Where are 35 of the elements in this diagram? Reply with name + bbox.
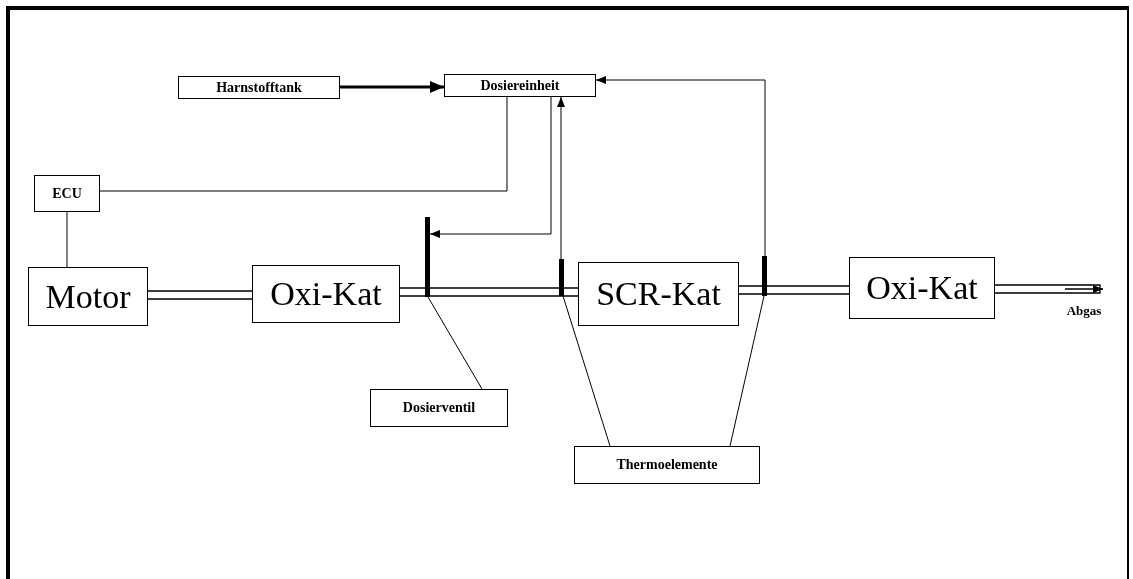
sensor-bar: [762, 256, 767, 296]
connector-line: [99, 96, 508, 192]
component-box: [444, 74, 596, 97]
component-box: [574, 446, 760, 484]
pipe: [147, 290, 253, 300]
outlet-label: Abgas: [1066, 304, 1102, 317]
pipe: [738, 285, 850, 295]
box-label: Oxi-Kat: [866, 271, 978, 305]
box-label: Thermoelemente: [616, 458, 718, 472]
sensor-bar: [425, 217, 430, 297]
component-box: [28, 267, 148, 326]
arrow: [557, 96, 565, 260]
pipe: [399, 287, 579, 297]
component-box: [34, 175, 100, 212]
box-label: Harnstofftank: [216, 80, 302, 95]
component-box: [178, 76, 340, 99]
component-box: [849, 257, 995, 319]
component-box: [370, 389, 508, 427]
arrow: [429, 96, 552, 238]
box-label: Dosierventil: [402, 401, 476, 415]
box-label: ECU: [52, 186, 82, 201]
component-box: [578, 262, 739, 326]
component-box: [252, 265, 400, 323]
arrow: [340, 81, 444, 93]
box-label: Dosiereinheit: [480, 78, 560, 93]
arrow: [595, 76, 766, 257]
box-label: Oxi-Kat: [270, 277, 382, 311]
leader-line: [427, 296, 483, 390]
box-label: Motor: [45, 279, 131, 314]
connector-line: [66, 211, 68, 268]
leader-line: [562, 295, 611, 447]
box-label: SCR-Kat: [596, 277, 721, 311]
exhaust-arrow: [994, 284, 1104, 294]
leader-line: [729, 295, 765, 447]
sensor-bar: [559, 259, 564, 296]
